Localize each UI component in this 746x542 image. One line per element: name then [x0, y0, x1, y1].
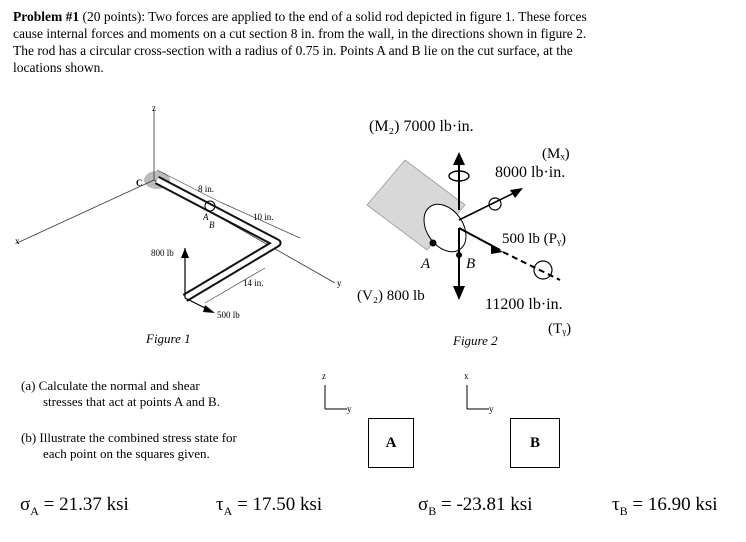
- vz-label: (V₂) 800 lb: [357, 288, 425, 304]
- ty-value: 11200 lb·in.: [485, 296, 563, 313]
- fig1-point-c: C: [136, 178, 143, 188]
- question-a: (a) Calculate the normal and shear stres…: [21, 378, 220, 410]
- cut-section: [204, 200, 216, 212]
- fig1-axis-x: x: [15, 236, 20, 246]
- mx-label: (Mₓ): [542, 146, 570, 162]
- ty-label: (Tᵧ): [548, 321, 572, 337]
- fig2-point-a: A: [421, 256, 431, 272]
- fig1-point-a: A: [203, 212, 209, 222]
- fig1-force-800: 800 lb: [151, 248, 174, 258]
- stress-square-b[interactable]: B: [510, 418, 560, 468]
- figure-1-drawing: [16, 110, 336, 313]
- axis-right-y: y: [489, 404, 494, 414]
- axis-left-lines: [324, 385, 347, 410]
- problem-text: (20 points): Two forces are applied to t…: [13, 9, 587, 75]
- axis-right-x: x: [464, 371, 469, 381]
- fig2-point-b: B: [466, 256, 476, 272]
- stress-square-a[interactable]: A: [368, 418, 414, 468]
- fig1-dim-14: 14 in.: [243, 278, 264, 288]
- problem-title: Problem #1: [13, 9, 80, 24]
- py-label: 500 lb (Pᵧ): [502, 231, 566, 247]
- axis-left-z: z: [322, 371, 326, 381]
- fig1-point-b: B: [209, 220, 215, 230]
- question-b-line2: each point on the squares given.: [43, 446, 210, 461]
- figure-2-caption: Figure 2: [453, 333, 498, 348]
- fig1-force-500: 500 lb: [217, 310, 240, 320]
- fig1-dim-10: 10 in.: [253, 212, 274, 222]
- answer-sigma-a: σA = 21.37 ksi: [20, 494, 129, 518]
- axis-left-y: y: [347, 404, 352, 414]
- question-a-line1: (a) Calculate the normal and shear: [21, 378, 200, 393]
- answer-tau-a: τA = 17.50 ksi: [216, 494, 323, 518]
- answer-tau-b: τB = 16.90 ksi: [612, 494, 718, 518]
- figure-1-caption: Figure 1: [146, 331, 191, 346]
- fig1-axis-y: y: [337, 278, 342, 288]
- question-b: (b) Illustrate the combined stress state…: [21, 430, 237, 462]
- question-b-line1: (b) Illustrate the combined stress state…: [21, 430, 237, 445]
- mz-label: (M₂) 7000 lb·in.: [369, 118, 474, 135]
- point-a-dot: [429, 239, 437, 247]
- figure-1: z x y C A B 8 in. 10 in. 14 in. 800 lb 5…: [5, 98, 350, 348]
- fig1-axis-z: z: [152, 103, 156, 113]
- mx-value: 8000 lb·in.: [495, 164, 566, 181]
- question-a-line2: stresses that act at points A and B.: [43, 394, 220, 409]
- problem-statement: Problem #1 (20 points): Two forces are a…: [13, 8, 603, 76]
- point-b-dot: [456, 252, 462, 258]
- fig1-dim-8: 8 in.: [198, 184, 215, 194]
- figure-2: (M₂) 7000 lb·in. (Mₓ) 8000 lb·in. 500 lb…: [345, 110, 605, 360]
- answer-sigma-b: σB = -23.81 ksi: [418, 494, 533, 518]
- figure-2-drawing: [366, 152, 561, 300]
- axis-right-lines: [466, 385, 489, 410]
